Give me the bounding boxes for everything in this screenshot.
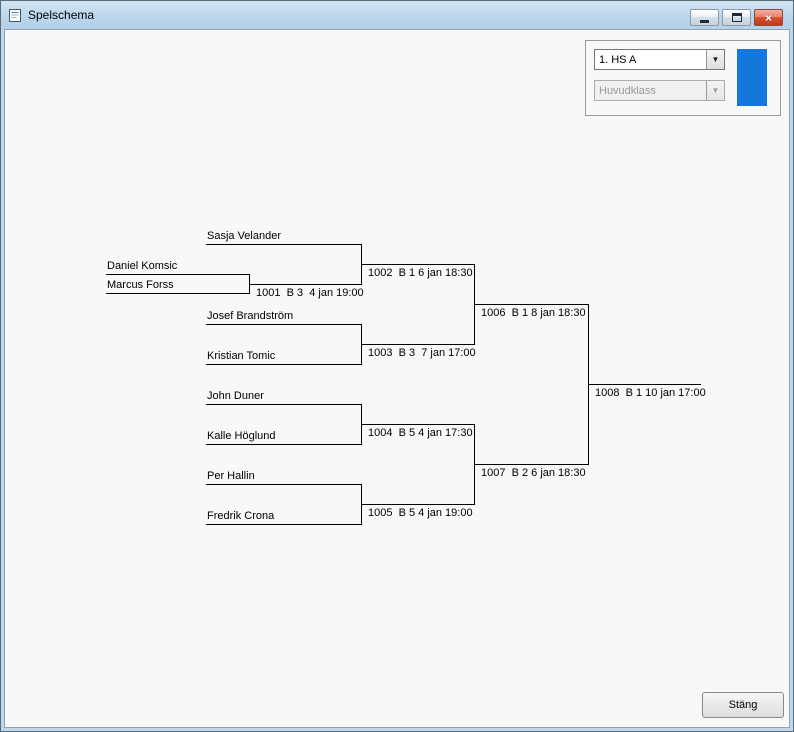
- close-icon: ×: [764, 10, 772, 25]
- bracket-line: [474, 464, 588, 465]
- bracket-line: [106, 274, 249, 275]
- bracket-line: [474, 304, 588, 305]
- bracket-line: [361, 504, 474, 505]
- client-area: [4, 29, 790, 728]
- match-info: 1005 B 5 4 jan 19:00: [368, 507, 473, 519]
- chevron-down-icon: ▼: [706, 81, 724, 100]
- bracket-line: [206, 324, 361, 325]
- player-name: Marcus Forss: [107, 279, 174, 291]
- minimize-icon: [700, 19, 709, 23]
- player-name: Daniel Komsic: [107, 260, 178, 272]
- chevron-down-icon[interactable]: ▼: [706, 50, 724, 69]
- bracket-line: [206, 524, 361, 525]
- bracket-line: [474, 424, 475, 505]
- app-icon: [9, 8, 21, 22]
- bracket-line: [106, 293, 249, 294]
- class-selector-panel: 1. HS A ▼ Huvudklass ▼: [585, 40, 781, 116]
- bracket-line: [588, 304, 589, 465]
- bracket-line: [588, 384, 701, 385]
- bracket-line: [206, 244, 361, 245]
- close-dialog-button[interactable]: Stäng: [702, 692, 784, 718]
- bracket-line: [361, 344, 474, 345]
- match-info: 1006 B 1 8 jan 18:30: [481, 307, 586, 319]
- match-info: 1004 B 5 4 jan 17:30: [368, 427, 473, 439]
- close-button[interactable]: ×: [754, 9, 783, 26]
- player-name: Fredrik Crona: [207, 510, 275, 522]
- class-combobox[interactable]: 1. HS A ▼: [594, 49, 725, 70]
- bracket-line: [206, 364, 361, 365]
- match-info: 1001 B 3 4 jan 19:00: [256, 287, 364, 299]
- bracket-line: [249, 284, 361, 285]
- bracket-line: [361, 264, 474, 265]
- player-name: Kristian Tomic: [207, 350, 276, 362]
- class-color-swatch: [737, 49, 767, 106]
- player-name: Per Hallin: [207, 470, 255, 482]
- bracket-line: [361, 484, 362, 525]
- match-info: 1002 B 1 6 jan 18:30: [368, 267, 473, 279]
- bracket-line: [361, 404, 362, 445]
- window-controls: ×: [690, 9, 783, 26]
- maximize-icon: [731, 13, 742, 22]
- bracket-line: [206, 444, 361, 445]
- class-combobox-value: 1. HS A: [599, 54, 637, 66]
- player-name: Sasja Velander: [207, 230, 281, 242]
- bracket-line: [474, 264, 475, 345]
- bracket-line: [361, 324, 362, 365]
- match-info: 1008 B 1 10 jan 17:00: [595, 387, 706, 399]
- player-name: Josef Brandström: [207, 310, 294, 322]
- player-name: John Duner: [207, 390, 264, 402]
- minimize-button[interactable]: [690, 9, 719, 26]
- match-info: 1003 B 3 7 jan 17:00: [368, 347, 476, 359]
- maximize-button[interactable]: [722, 9, 751, 26]
- title-bar[interactable]: Spelschema ×: [1, 1, 793, 29]
- match-info: 1007 B 2 6 jan 18:30: [481, 467, 586, 479]
- bracket-line: [361, 244, 362, 285]
- group-combobox: Huvudklass ▼: [594, 80, 725, 101]
- bracket-line: [249, 274, 250, 294]
- bracket-line: [206, 404, 361, 405]
- group-combobox-value: Huvudklass: [599, 85, 656, 97]
- player-name: Kalle Höglund: [207, 430, 276, 442]
- bracket-line: [206, 484, 361, 485]
- window-title: Spelschema: [28, 8, 95, 22]
- bracket-line: [361, 424, 474, 425]
